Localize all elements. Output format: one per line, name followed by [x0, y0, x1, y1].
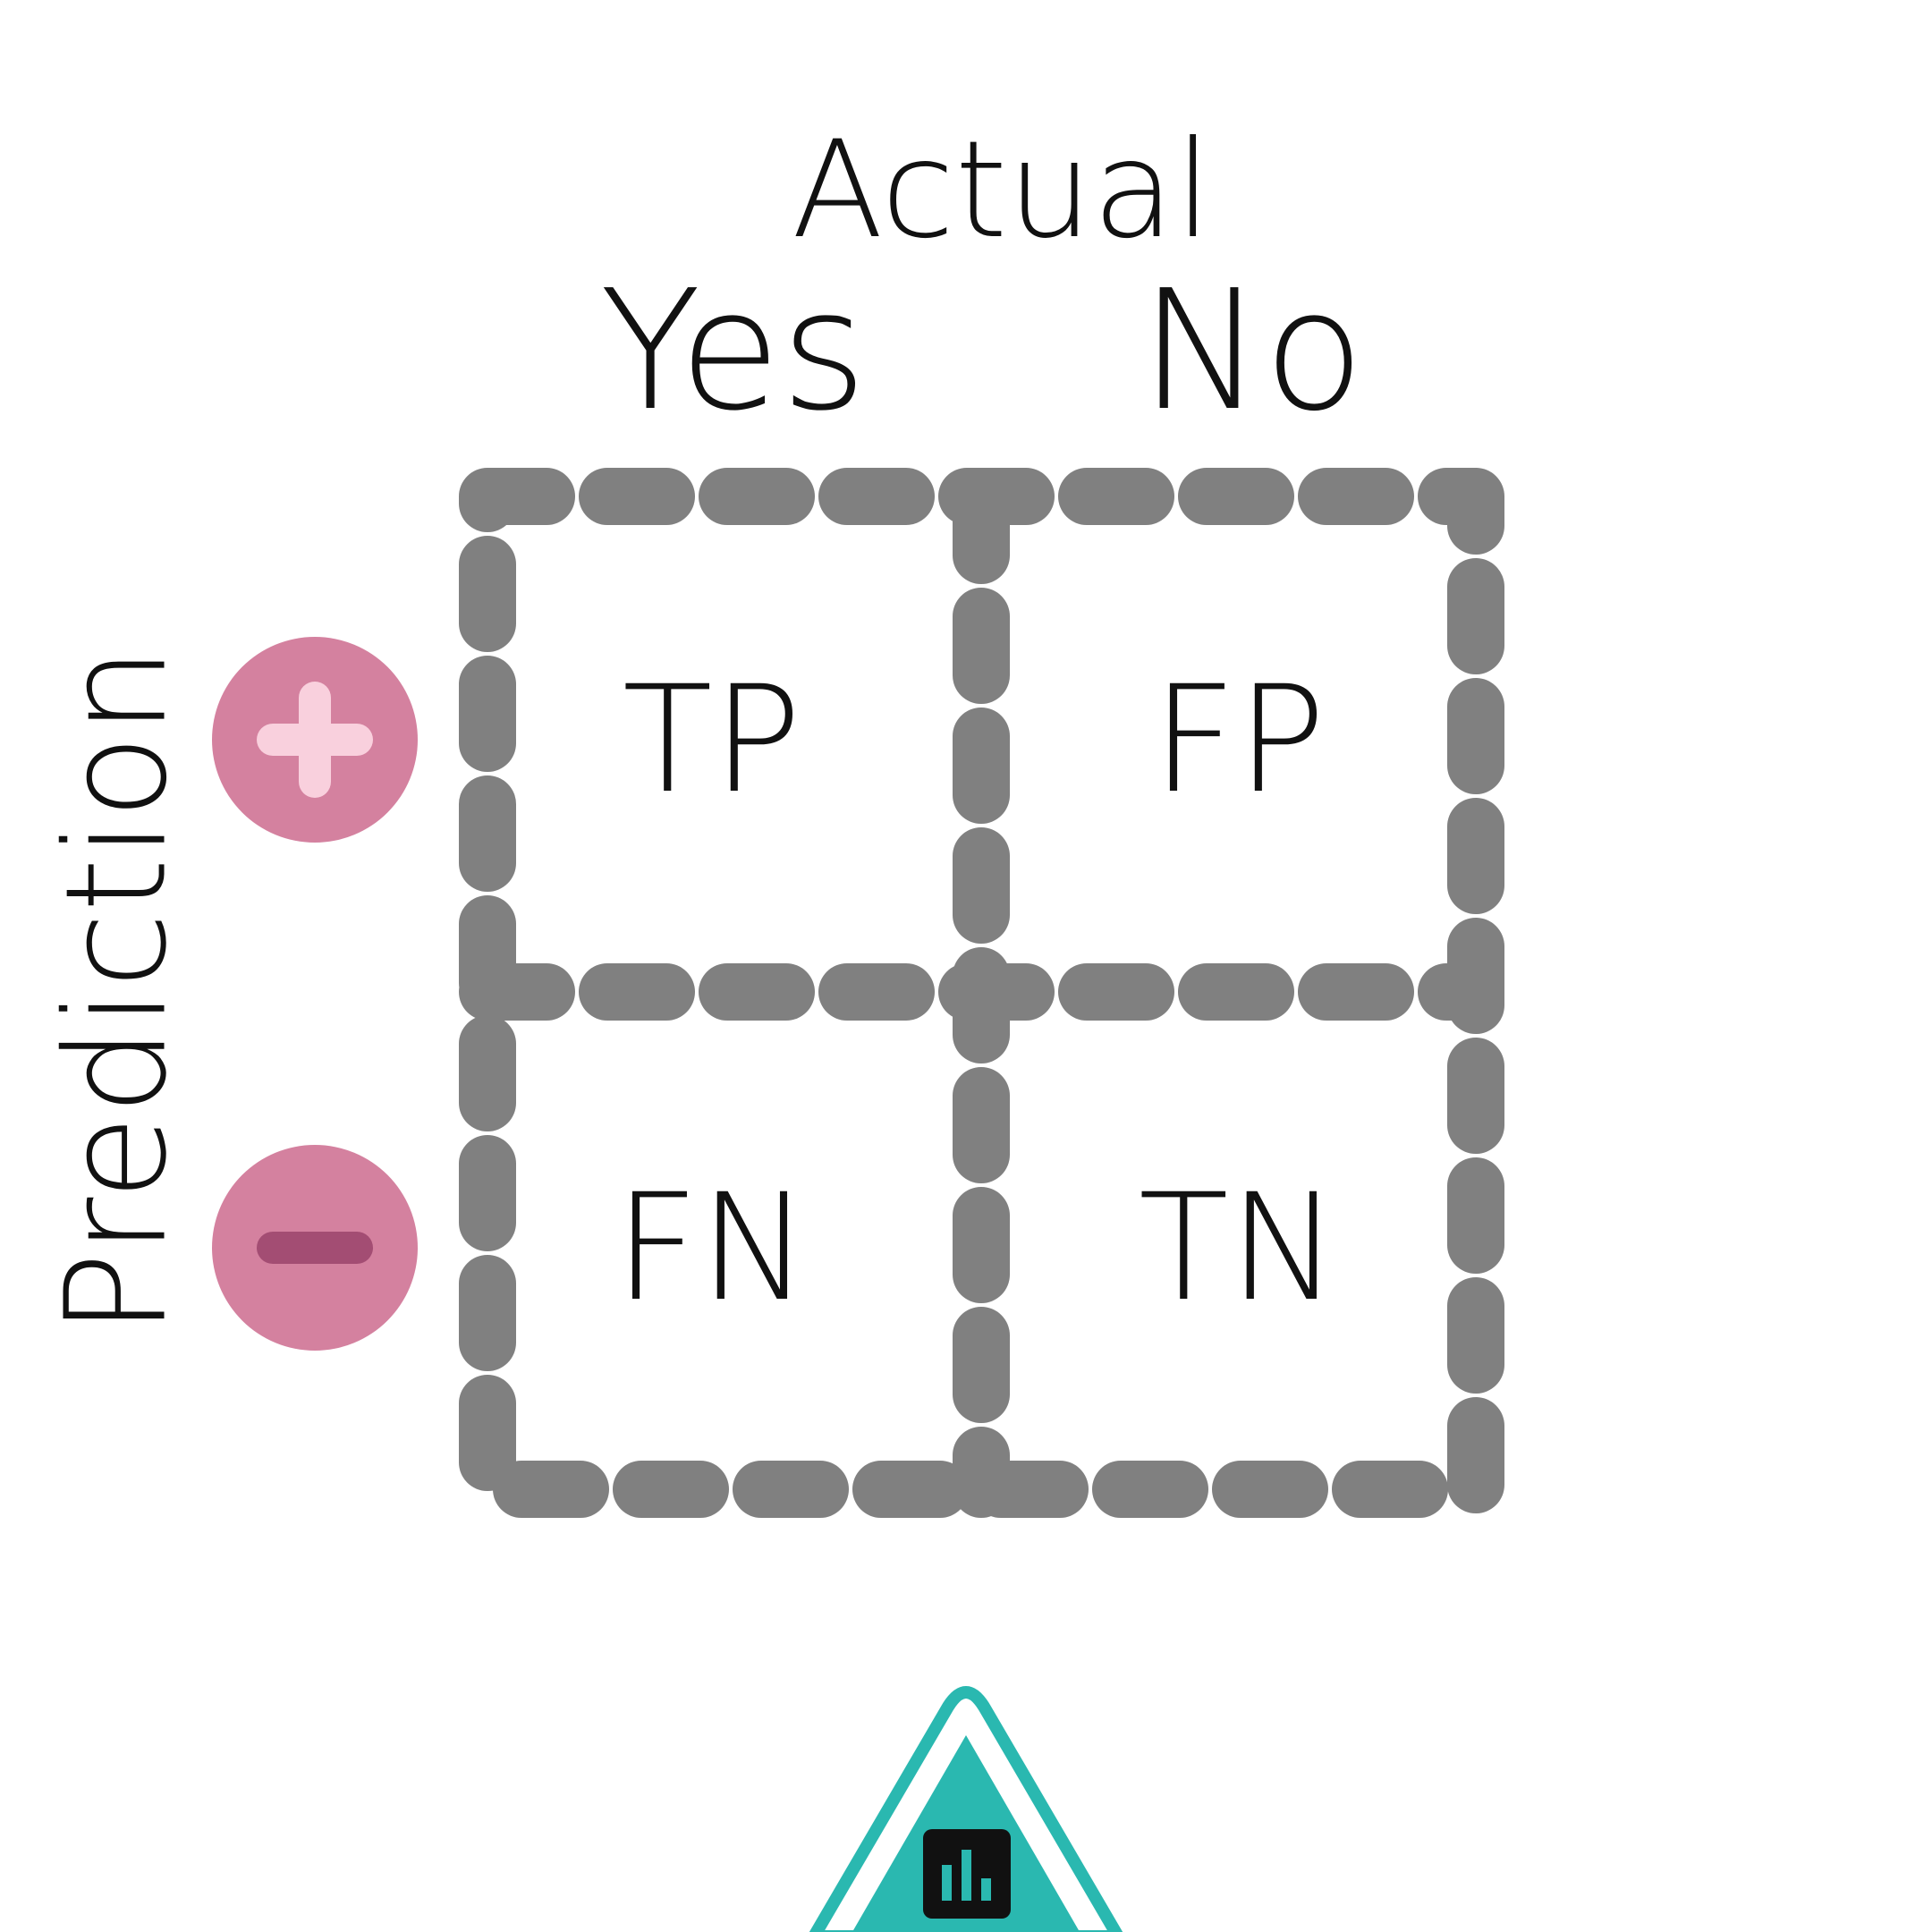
cell-false-negative: FN: [614, 1162, 810, 1334]
logo: [809, 1686, 1123, 1932]
negative-badge: [212, 1145, 418, 1351]
positive-badge: [212, 637, 418, 843]
actual-axis-label: Actual: [792, 113, 1212, 268]
plus-icon: [257, 682, 373, 798]
cell-true-positive: TP: [622, 654, 802, 826]
bar-chart-icon: [923, 1829, 1011, 1919]
column-header-yes: Yes: [599, 254, 868, 447]
cell-true-negative: TN: [1138, 1162, 1340, 1334]
prediction-axis-label: Prediction: [35, 646, 198, 1336]
confusion-matrix-grid: [459, 468, 1504, 1518]
cell-false-positive: FP: [1151, 654, 1326, 826]
column-header-no: No: [1140, 254, 1365, 447]
